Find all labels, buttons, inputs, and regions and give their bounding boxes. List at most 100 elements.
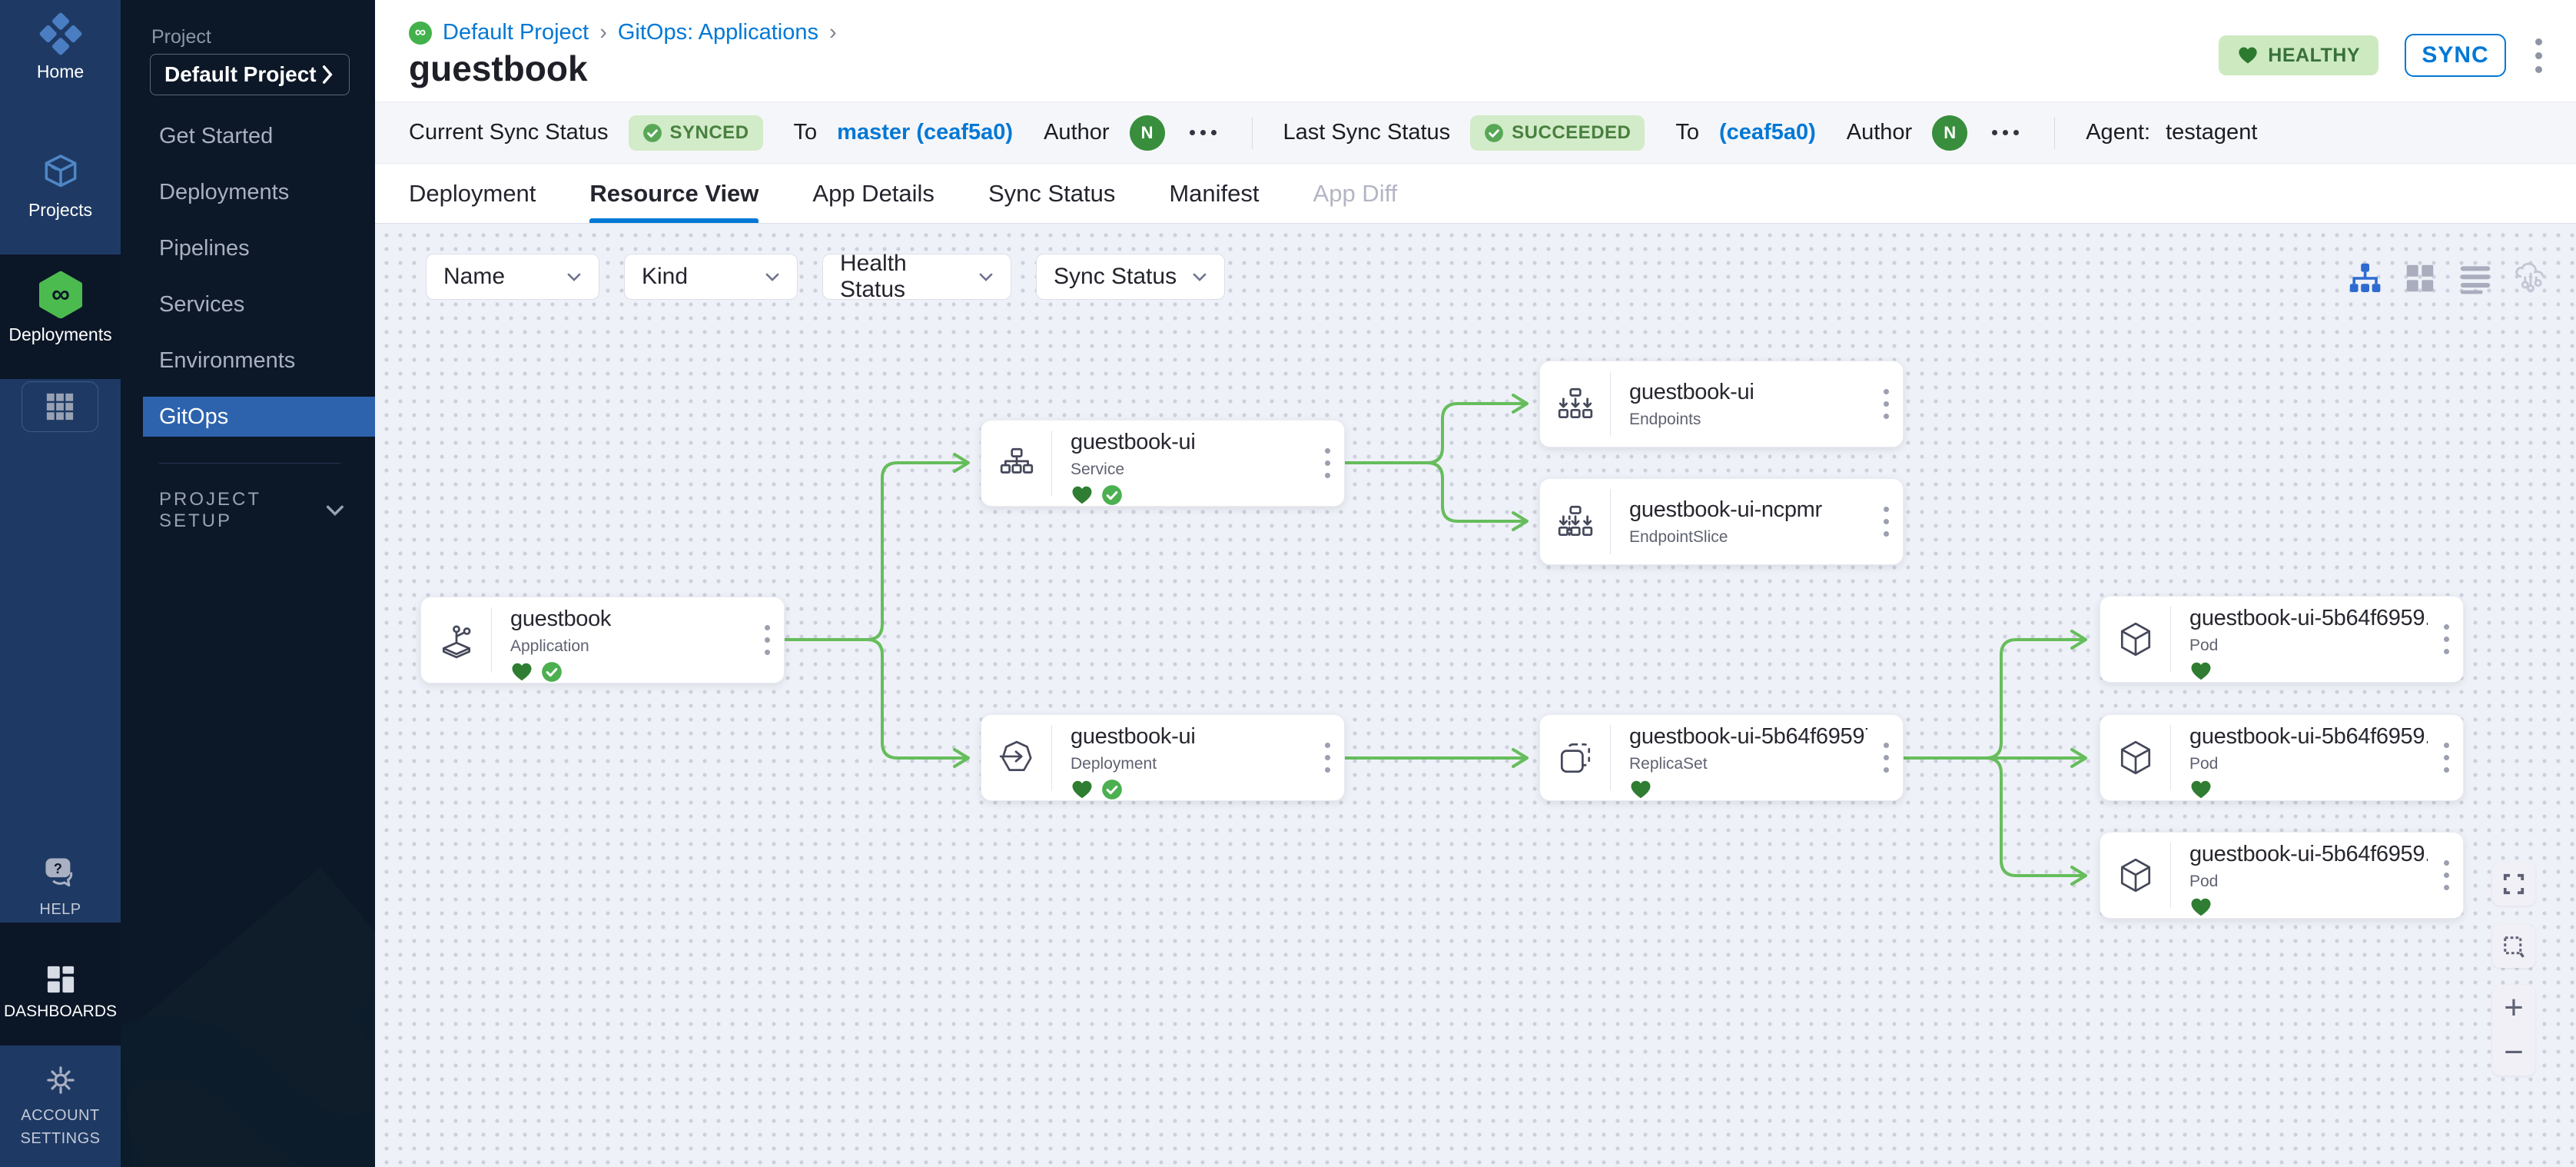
chevron-down-icon	[1193, 273, 1207, 281]
node-kind: Pod	[2189, 755, 2219, 773]
fullscreen-icon	[2503, 873, 2525, 895]
network-view-icon	[2515, 262, 2544, 293]
healthy-heart-icon	[1072, 780, 1092, 799]
node-service-guestbook-ui[interactable]: guestbook-ui Service	[981, 420, 1345, 507]
node-title: guestbook-ui-ncpmr	[1629, 497, 1822, 522]
zoom-out-button[interactable]: −	[2504, 1033, 2524, 1071]
project-section-label: Project	[151, 26, 211, 48]
node-status-icons	[1071, 484, 1309, 507]
tree-view-toggle[interactable]	[2345, 259, 2384, 298]
status-divider	[1251, 116, 1253, 149]
node-menu-button[interactable]	[1869, 479, 1903, 564]
header-actions: HEALTHY SYNC	[2219, 34, 2545, 77]
sidebar-item-pipelines[interactable]: Pipelines	[159, 236, 250, 261]
app-tabs: Deployment Resource View App Details Syn…	[375, 164, 2576, 224]
node-deployment-guestbook-ui[interactable]: guestbook-ui Deployment	[981, 714, 1345, 801]
module-deployments[interactable]: ∞ Deployments	[0, 271, 121, 345]
network-view-toggle[interactable]	[2511, 259, 2550, 298]
sidebar-item-environments[interactable]: Environments	[159, 348, 296, 373]
node-application-guestbook[interactable]: guestbook Application	[420, 597, 785, 683]
projects-cube-icon	[0, 151, 121, 194]
node-endpoints-guestbook-ui[interactable]: guestbook-ui Endpoints	[1539, 361, 1904, 447]
marquee-select-button[interactable]	[2492, 925, 2535, 968]
breadcrumb: ∞ Default Project › GitOps: Applications…	[409, 20, 837, 45]
current-sync-target-link[interactable]: master (ceaf5a0)	[837, 120, 1014, 145]
zoom-in-button[interactable]: +	[2504, 989, 2524, 1026]
deployment-icon	[981, 715, 1052, 800]
health-badge-label: HEALTHY	[2268, 44, 2360, 66]
sidebar-item-services[interactable]: Services	[159, 292, 245, 317]
fullscreen-button[interactable]	[2492, 863, 2535, 906]
commit-more-options-button[interactable]	[1987, 130, 2023, 135]
node-title: guestbook-ui	[1629, 379, 1754, 404]
tab-app-details[interactable]: App Details	[812, 179, 934, 207]
resource-tree-canvas[interactable]: Name Kind Health Status Sync Status	[375, 224, 2576, 1167]
module-help[interactable]: ? HELP	[0, 855, 121, 921]
module-dashboards[interactable]: DASHBOARDS	[0, 963, 121, 1021]
node-kind: Pod	[2189, 637, 2219, 654]
node-endpointslice-guestbook-ui-ncpmr[interactable]: guestbook-ui-ncpmr EndpointSlice	[1539, 478, 1904, 565]
list-view-toggle[interactable]	[2456, 259, 2495, 298]
filter-name-dropdown[interactable]: Name	[426, 254, 599, 300]
to-label: To	[1675, 120, 1700, 145]
node-menu-button[interactable]	[2429, 833, 2463, 918]
synced-check-icon	[542, 662, 562, 682]
to-label: To	[793, 120, 818, 145]
node-menu-button[interactable]	[2429, 597, 2463, 682]
node-menu-button[interactable]	[1310, 715, 1344, 800]
tab-sync-status[interactable]: Sync Status	[988, 179, 1116, 207]
module-nav-strip: Home Projects ∞ Deployments	[0, 0, 121, 1167]
commit-more-options-button[interactable]	[1185, 130, 1221, 135]
node-title: guestbook-ui-5b64f6959...	[2189, 842, 2428, 866]
sidebar-item-gitops[interactable]: GitOps	[143, 397, 375, 437]
tab-manifest[interactable]: Manifest	[1169, 179, 1260, 207]
replicaset-icon	[1540, 715, 1611, 800]
node-pod-3[interactable]: guestbook-ui-5b64f6959... Pod	[2100, 832, 2464, 919]
sidebar-item-deployments[interactable]: Deployments	[159, 180, 290, 204]
filter-sync-status-label: Sync Status	[1054, 264, 1177, 289]
node-pod-1[interactable]: guestbook-ui-5b64f6959... Pod	[2100, 596, 2464, 683]
module-projects[interactable]: Projects	[0, 151, 121, 221]
module-home[interactable]: Home	[0, 12, 121, 82]
filter-sync-status-dropdown[interactable]: Sync Status	[1036, 254, 1225, 300]
project-selector[interactable]: Default Project	[150, 54, 350, 95]
current-sync-status-text: SYNCED	[669, 121, 749, 143]
tab-deployment[interactable]: Deployment	[409, 179, 536, 207]
filter-kind-dropdown[interactable]: Kind	[624, 254, 798, 300]
node-menu-button[interactable]	[1869, 715, 1903, 800]
grid-view-icon	[2406, 264, 2434, 292]
app-more-options-button[interactable]	[2532, 35, 2545, 76]
sidebar-item-get-started[interactable]: Get Started	[159, 124, 274, 148]
node-menu-button[interactable]	[1310, 421, 1344, 506]
harness-watermark	[121, 867, 375, 1167]
svg-text:?: ?	[53, 861, 61, 876]
node-kind: ReplicaSet	[1629, 755, 1708, 773]
project-setup-toggle[interactable]: PROJECT SETUP	[159, 489, 344, 532]
module-account-settings[interactable]: ACCOUNT SETTINGS	[0, 1062, 121, 1150]
current-sync-label: Current Sync Status	[409, 120, 609, 145]
last-sync-status-badge: SUCCEEDED	[1470, 115, 1645, 151]
node-kind: Application	[510, 637, 589, 655]
deployments-harness-icon: ∞	[0, 271, 121, 318]
node-menu-button[interactable]	[1869, 361, 1903, 447]
pod-icon	[2100, 715, 2171, 800]
node-pod-2[interactable]: guestbook-ui-5b64f6959... Pod	[2100, 714, 2464, 801]
synced-check-icon	[1102, 780, 1122, 800]
node-menu-button[interactable]	[2429, 715, 2463, 800]
status-divider	[2054, 116, 2056, 149]
filter-health-status-dropdown[interactable]: Health Status	[822, 251, 1011, 302]
module-account-settings-label: ACCOUNT SETTINGS	[20, 1107, 101, 1147]
grid-view-toggle[interactable]	[2401, 259, 2439, 298]
tab-app-diff[interactable]: App Diff	[1313, 179, 1398, 207]
dashboards-icon	[0, 963, 121, 996]
project-sidebar: Project Default Project Get Started Depl…	[121, 0, 375, 1167]
breadcrumb-gitops-applications[interactable]: GitOps: Applications	[617, 20, 819, 45]
svg-text:∞: ∞	[51, 281, 70, 309]
node-replicaset-guestbook-ui-5b64f69597[interactable]: guestbook-ui-5b64f69597 ReplicaSet	[1539, 714, 1904, 801]
module-selector-button[interactable]	[22, 381, 98, 432]
last-sync-target-link[interactable]: (ceaf5a0)	[1719, 120, 1816, 145]
breadcrumb-default-project[interactable]: Default Project	[443, 20, 589, 45]
sync-button[interactable]: SYNC	[2405, 34, 2506, 77]
tab-resource-view[interactable]: Resource View	[589, 164, 759, 223]
node-menu-button[interactable]	[750, 597, 784, 683]
